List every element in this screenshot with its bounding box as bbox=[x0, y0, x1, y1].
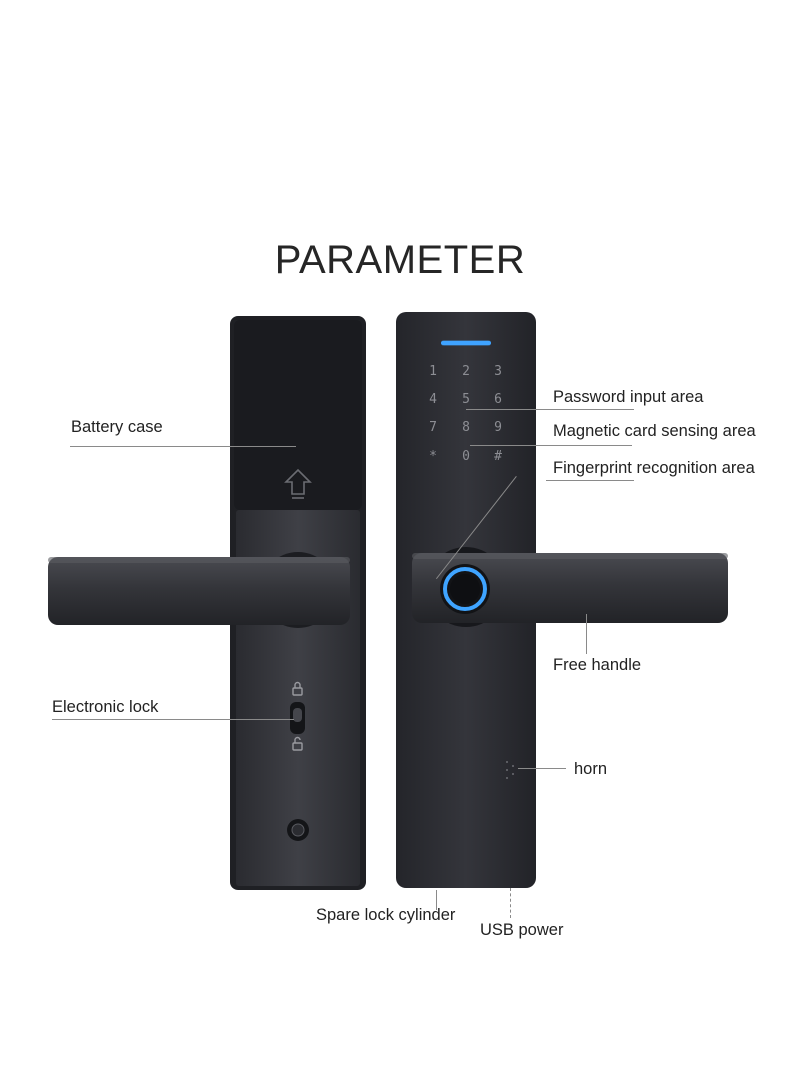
battery-case-leader bbox=[70, 446, 296, 447]
lock-icon bbox=[292, 681, 303, 696]
outer-lock-unit: 1 2 3 4 5 6 7 8 9 * 0 # bbox=[396, 312, 728, 888]
keypad-key[interactable]: 8 bbox=[462, 420, 470, 435]
outer-lever-handle bbox=[412, 553, 728, 623]
electronic-lock-label: Electronic lock bbox=[52, 698, 159, 716]
card-sensing-label: Magnetic card sensing area bbox=[553, 422, 756, 440]
usb-power-label: USB power bbox=[480, 921, 564, 939]
keypad-key[interactable]: 6 bbox=[494, 392, 502, 407]
keypad-key[interactable]: 7 bbox=[429, 420, 437, 435]
page-title: PARAMETER bbox=[274, 238, 526, 282]
spare-cylinder-leader bbox=[436, 890, 437, 910]
keypad-key[interactable]: # bbox=[494, 449, 502, 464]
fingerprint-label: Fingerprint recognition area bbox=[553, 459, 755, 477]
keypad: 1 2 3 4 5 6 7 8 9 * 0 # bbox=[429, 364, 502, 464]
unlock-icon bbox=[292, 736, 303, 751]
keypad-key[interactable]: 2 bbox=[462, 364, 470, 379]
free-handle-leader bbox=[586, 614, 587, 654]
electronic-lock-leader bbox=[52, 719, 294, 720]
inner-lock-unit bbox=[48, 316, 366, 890]
keypad-key[interactable]: 3 bbox=[494, 364, 502, 379]
usb-leader bbox=[510, 888, 511, 918]
keypad-key[interactable]: * bbox=[429, 449, 437, 464]
keypad-key[interactable]: 4 bbox=[429, 392, 437, 407]
inner-lever-handle bbox=[48, 557, 350, 625]
battery-case-label: Battery case bbox=[71, 418, 163, 436]
battery-cover bbox=[234, 320, 362, 510]
fingerprint-ring-icon bbox=[443, 567, 487, 611]
horn-speaker-icon bbox=[506, 761, 514, 779]
battery-arrow-icon bbox=[284, 468, 312, 499]
spare-lock-cylinder-label: Spare lock cylinder bbox=[316, 906, 456, 924]
password-leader bbox=[466, 409, 634, 410]
horn-leader bbox=[518, 768, 566, 769]
keypad-key[interactable]: 0 bbox=[462, 449, 470, 464]
horn-label: horn bbox=[574, 760, 608, 778]
status-indicator-bar bbox=[441, 341, 491, 345]
keypad-key[interactable]: 1 bbox=[429, 364, 437, 379]
keypad-key[interactable]: 5 bbox=[462, 392, 470, 407]
fingerprint-leader-h bbox=[546, 480, 634, 481]
card-sensing-leader bbox=[470, 445, 632, 446]
keypad-key[interactable]: 9 bbox=[494, 420, 502, 435]
free-handle-label: Free handle bbox=[553, 656, 642, 674]
password-input-label: Password input area bbox=[553, 388, 704, 406]
